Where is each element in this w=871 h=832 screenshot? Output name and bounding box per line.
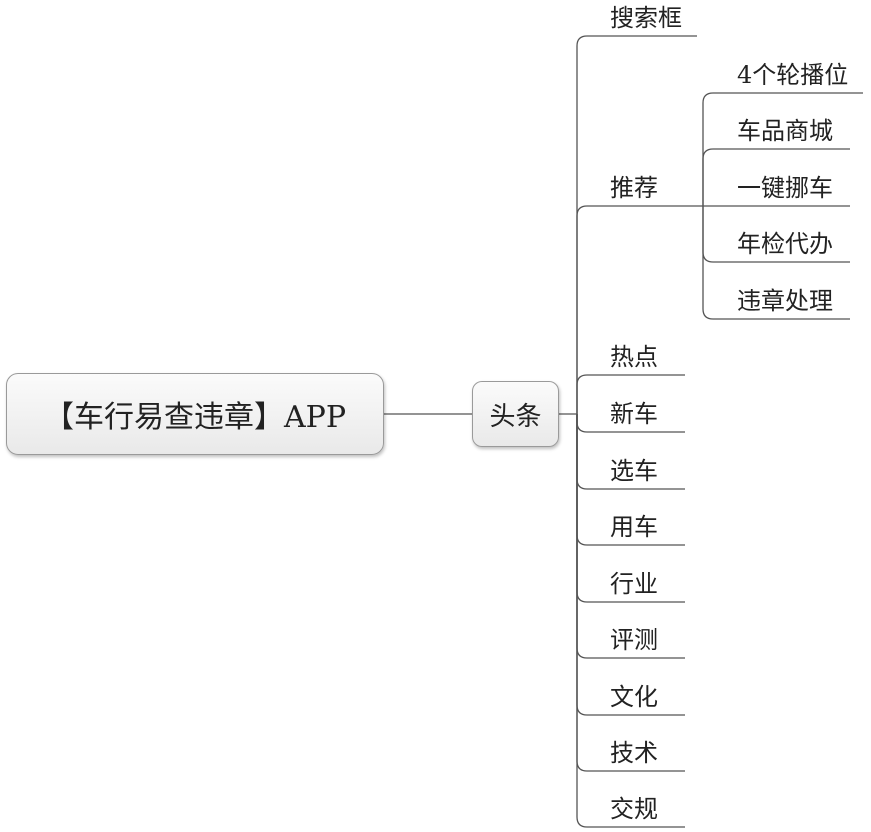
branch-connector-10 [576,414,685,828]
sub-branch-connector-4 [702,206,850,320]
branch-label-2[interactable]: 热点 [610,343,658,371]
root-node-label: 【车行易查违章】APP [43,400,347,435]
sub-branch-label-2[interactable]: 一键挪车 [737,174,833,202]
branch-label-3[interactable]: 新车 [610,400,658,428]
branch-label-9[interactable]: 技术 [610,739,658,767]
sub-branch-connector-1 [702,148,850,206]
branch-connector-0 [576,35,697,414]
branch-connector-1 [576,205,685,414]
headline-node[interactable]: 头条 [472,381,559,447]
branch-label-0[interactable]: 搜索框 [610,4,682,32]
sub-branch-label-1[interactable]: 车品商城 [737,117,833,145]
sub-branch-connector-0 [702,92,863,206]
branch-label-5[interactable]: 用车 [610,513,658,541]
branch-label-4[interactable]: 选车 [610,457,658,485]
branch-label-6[interactable]: 行业 [610,570,658,598]
branch-label-8[interactable]: 文化 [610,683,658,711]
sub-branch-label-0[interactable]: 4个轮播位 [737,61,849,89]
root-node[interactable]: 【车行易查违章】APP [6,373,384,455]
branch-label-7[interactable]: 评测 [610,626,658,654]
branch-label-1[interactable]: 推荐 [610,174,658,202]
branch-label-10[interactable]: 交规 [610,795,658,823]
branch-connector-2 [576,374,685,414]
headline-node-label: 头条 [489,401,542,432]
sub-branch-label-3[interactable]: 年检代办 [737,230,833,258]
sub-branch-label-4[interactable]: 违章处理 [737,287,833,315]
